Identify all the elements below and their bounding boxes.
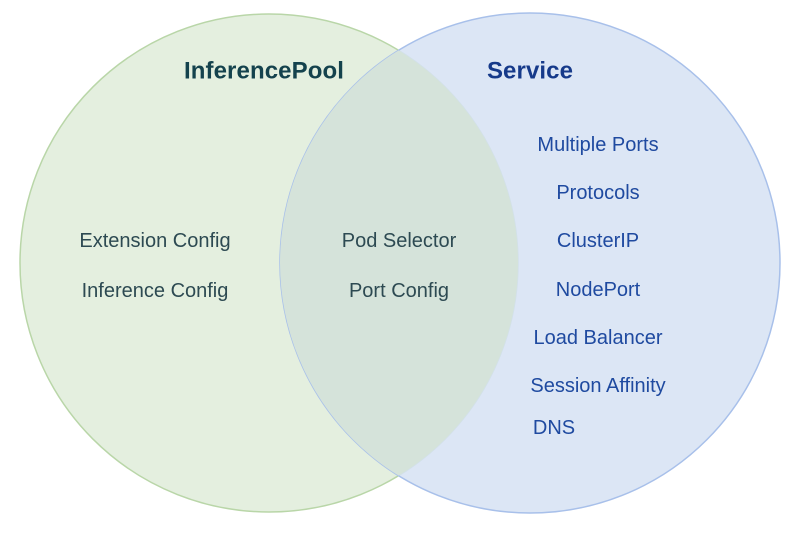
left-circle-item: Extension Config bbox=[79, 230, 231, 252]
right-circle-item: DNS bbox=[532, 417, 576, 439]
left-circle-title: InferencePool bbox=[183, 57, 345, 85]
right-circle-title: Service bbox=[486, 57, 574, 85]
right-circle-item: NodePort bbox=[555, 279, 641, 301]
right-circle-item: Multiple Ports bbox=[537, 134, 659, 156]
right-circle-item: Protocols bbox=[556, 182, 640, 204]
intersection-shape[interactable] bbox=[280, 13, 780, 513]
right-circle-item: ClusterIP bbox=[556, 230, 640, 252]
left-circle-item: Inference Config bbox=[81, 280, 229, 302]
intersection-item: Pod Selector bbox=[341, 230, 457, 252]
right-circle-item: Load Balancer bbox=[533, 327, 663, 349]
right-circle-item: Session Affinity bbox=[530, 375, 666, 397]
intersection-item: Port Config bbox=[348, 280, 450, 302]
